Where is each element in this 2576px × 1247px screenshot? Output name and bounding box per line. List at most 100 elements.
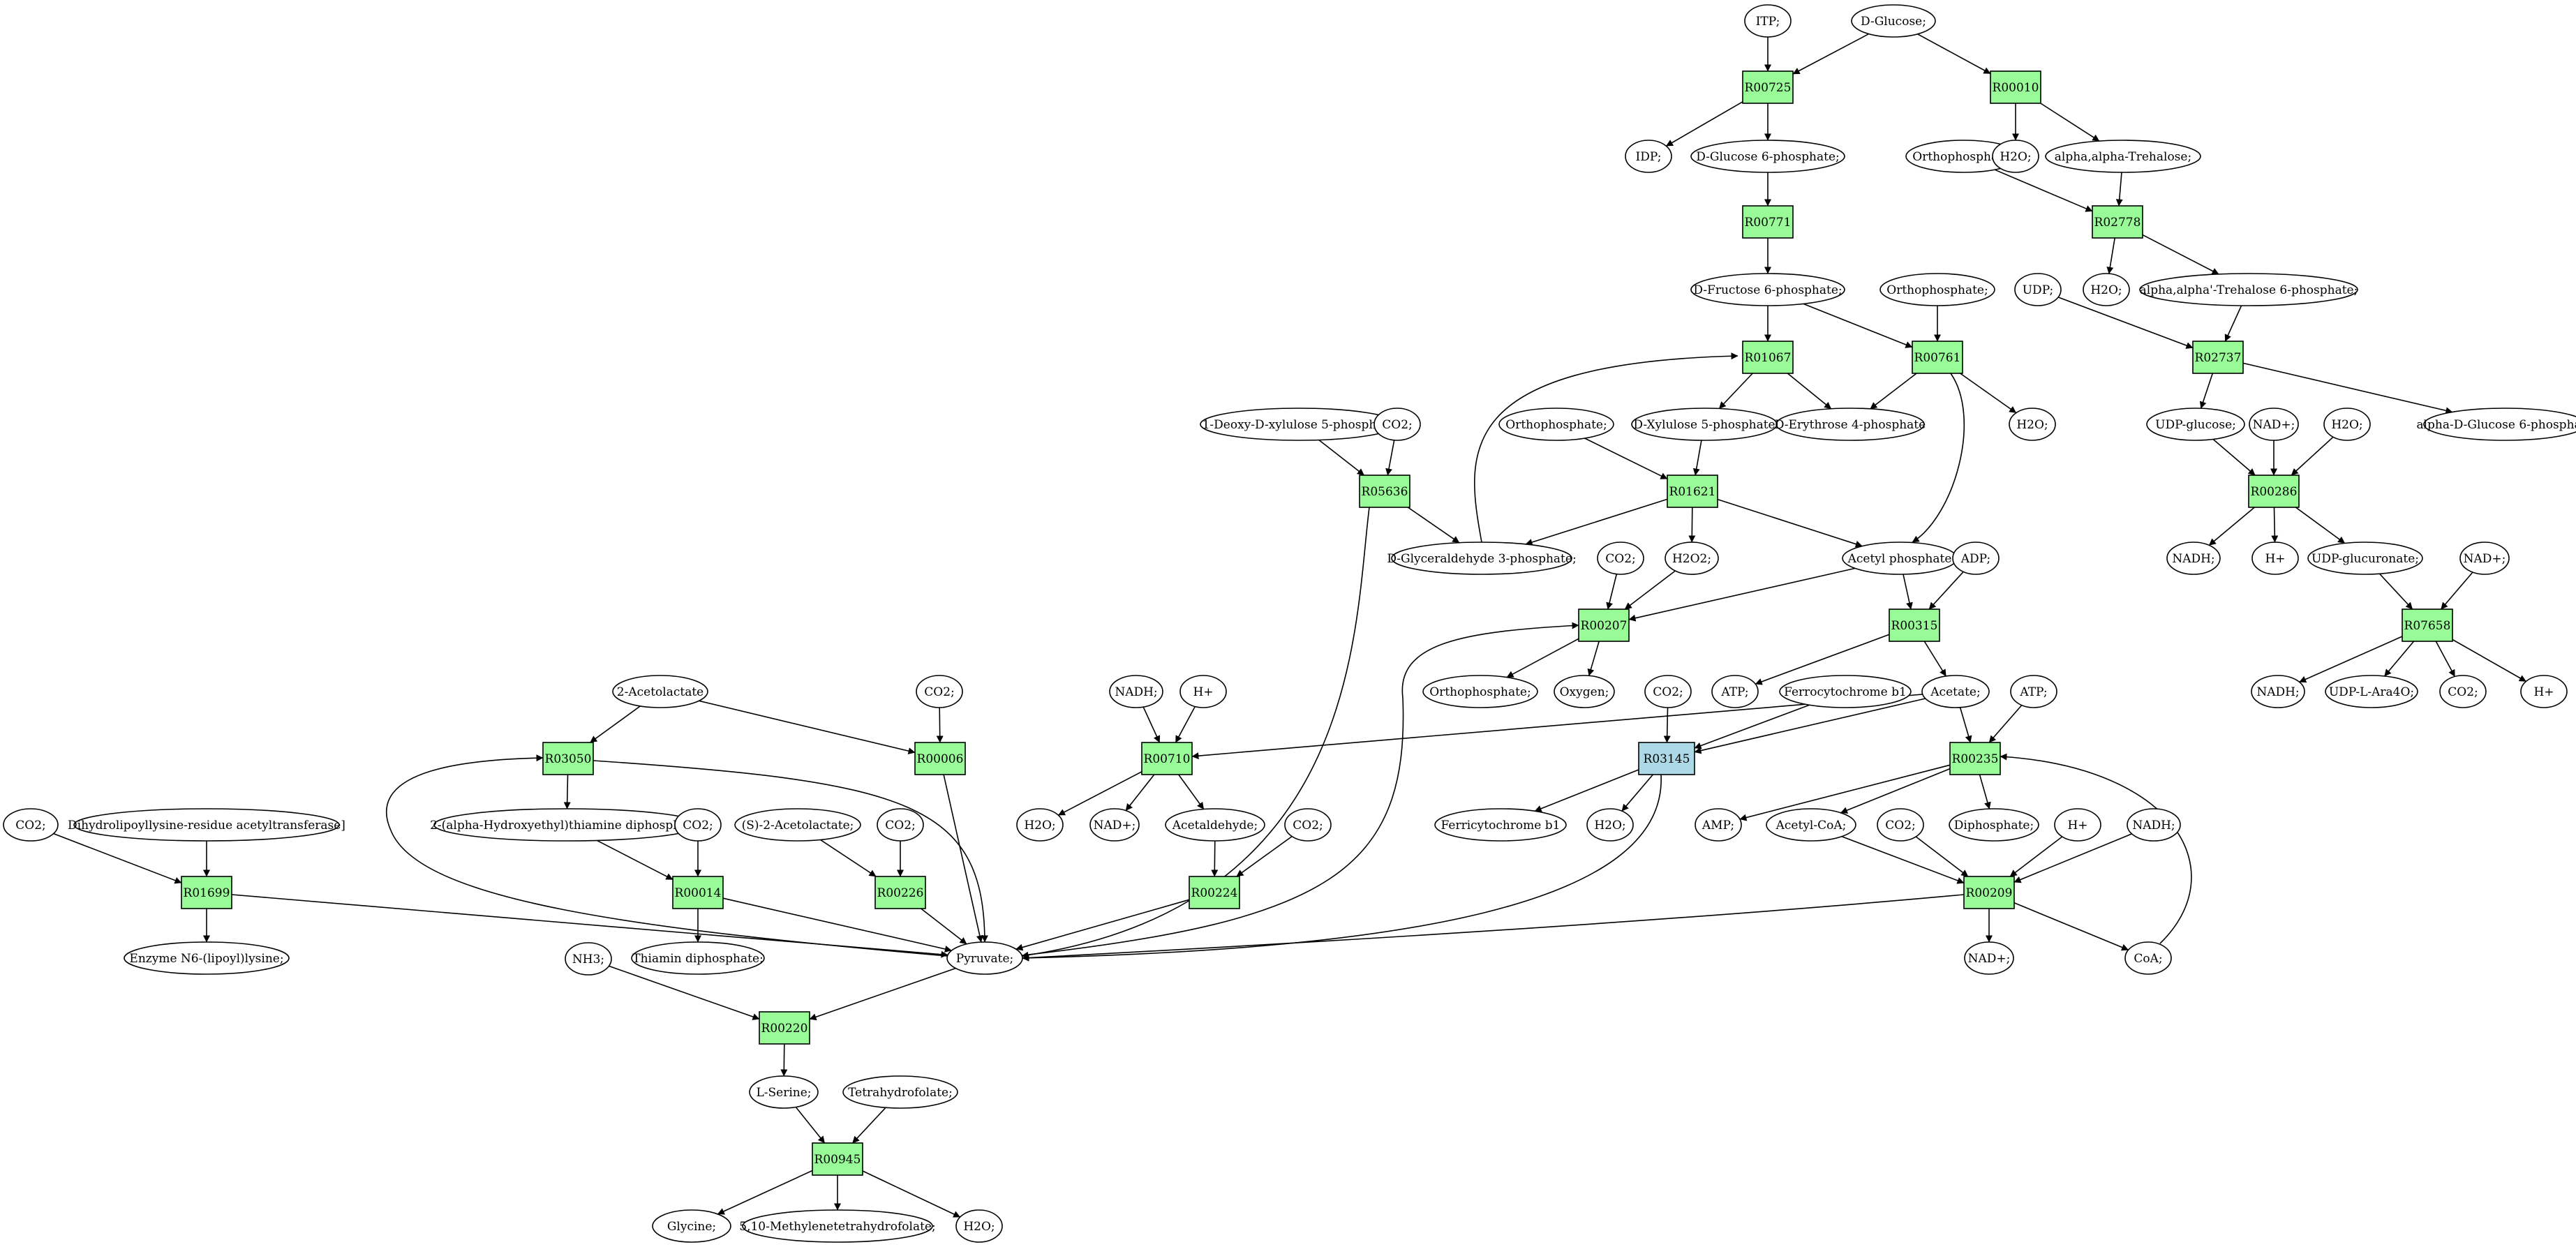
edge-r01621-to-dgap bbox=[1525, 498, 1668, 546]
compound-ellipse bbox=[3, 808, 59, 842]
compound-node-hplus_c: H+ bbox=[2520, 675, 2568, 708]
compound-node-nadh_c: NADH; bbox=[2251, 675, 2305, 708]
reaction-box bbox=[1189, 876, 1240, 909]
node-label: NH3; bbox=[572, 953, 604, 966]
edge-acetate-to-r00710 bbox=[1191, 694, 1923, 760]
edge-atp_b-to-r00235 bbox=[1988, 705, 2023, 743]
node-label: R00710 bbox=[1144, 752, 1191, 766]
compound-node-atp_a: ATP; bbox=[1711, 675, 1759, 708]
compound-ellipse bbox=[73, 808, 340, 842]
node-label: CO2; bbox=[1293, 819, 1323, 832]
node-label: CO2; bbox=[1653, 685, 1683, 699]
edge-r02737-to-udpglucose bbox=[2199, 373, 2214, 409]
compound-ellipse bbox=[734, 808, 861, 842]
edge-co2_a-to-r05636 bbox=[1385, 440, 1395, 476]
compound-ellipse bbox=[1284, 808, 1332, 842]
compound-ellipse bbox=[1949, 808, 2039, 842]
node-label: H2O; bbox=[2331, 418, 2362, 432]
edge-adp-to-r00315 bbox=[1928, 571, 1964, 610]
node-label: NADH; bbox=[2132, 819, 2175, 832]
compound-node-acetylcoa: Acetyl-CoA; bbox=[1766, 808, 1856, 842]
edge-r02778-to-h2o_b bbox=[2106, 237, 2115, 274]
node-label: alpha,alpha'-Trehalose 6-phosphate; bbox=[2140, 283, 2358, 297]
compound-node-co2_i: CO2; bbox=[1284, 808, 1332, 842]
edge-nh3-to-r00220 bbox=[609, 965, 760, 1020]
compound-node-ferricyt: Ferricytochrome b1 bbox=[1434, 808, 1567, 842]
reaction-box bbox=[1912, 341, 1963, 374]
node-label: D-Glucose 6-phosphate; bbox=[1696, 150, 1840, 164]
node-label: H+ bbox=[2265, 552, 2285, 566]
node-label: R01621 bbox=[1669, 485, 1716, 499]
reaction-box bbox=[1742, 205, 1794, 239]
edge-dglucose-to-r00010 bbox=[1917, 33, 1991, 75]
edge-r02737-to-adg6p bbox=[2242, 362, 2453, 415]
edge-r00945-to-h2o_h bbox=[862, 1170, 961, 1218]
compound-node-s2acetolactate: (S)-2-Acetolactate; bbox=[734, 808, 861, 842]
compound-node-dg6p: D-Glucose 6-phosphate; bbox=[1690, 140, 1845, 173]
compound-node-udpglucose: UDP-glucose; bbox=[2146, 408, 2245, 441]
reaction-box bbox=[1742, 341, 1794, 374]
edge-r00710-to-acetaldehyde bbox=[1178, 774, 1205, 810]
compound-ellipse bbox=[2139, 273, 2358, 306]
compound-node-diphosphate: Diphosphate; bbox=[1949, 808, 2039, 842]
reaction-node-r00010: R00010 bbox=[1990, 70, 2041, 104]
reaction-box bbox=[1638, 742, 1695, 775]
compound-node-orthophos1: Orthophosphate; bbox=[1905, 140, 2021, 173]
reaction-node-r00286: R00286 bbox=[2248, 475, 2300, 508]
edge-co2_d-to-r03145 bbox=[1663, 707, 1671, 743]
compound-ellipse bbox=[2054, 808, 2101, 842]
reaction-box bbox=[1667, 475, 1718, 508]
compound-ellipse bbox=[1690, 273, 1845, 306]
compound-ellipse bbox=[1434, 808, 1567, 842]
compound-ellipse bbox=[1744, 4, 1792, 38]
compound-node-trehalose: alpha,alpha-Trehalose; bbox=[2045, 140, 2201, 173]
edge-r03145-to-h2o_g bbox=[1621, 774, 1654, 812]
edge-r00209-to-pyruvate bbox=[1022, 894, 1965, 962]
compound-ellipse bbox=[1016, 808, 1064, 842]
node-label: CO2; bbox=[683, 819, 713, 832]
compound-ellipse bbox=[612, 675, 708, 708]
reaction-node-r03145: R03145 bbox=[1638, 742, 1695, 775]
compound-node-nadp_a: NAD+; bbox=[2249, 408, 2299, 441]
node-label: H2O; bbox=[2090, 283, 2122, 297]
edge-r00224-to-pyruvate bbox=[1015, 899, 1190, 951]
compound-ellipse bbox=[1625, 140, 1672, 173]
compound-node-coa: CoA; bbox=[2124, 941, 2172, 975]
compound-node-orthophos4: Orthophosphate; bbox=[1422, 675, 1538, 708]
edge-co2_j-to-r00209 bbox=[1915, 836, 1969, 877]
edge-r03145-to-ferricyt bbox=[1534, 769, 1639, 812]
node-label: CO2; bbox=[1382, 418, 1413, 432]
compound-node-nadp_d: NAD+; bbox=[1964, 941, 2014, 975]
compound-node-h2o_a: H2O; bbox=[1992, 140, 2039, 173]
node-label: ATP; bbox=[2019, 685, 2047, 699]
node-label: H+ bbox=[1193, 685, 1213, 699]
edge-nadp_b-to-r07658 bbox=[2440, 572, 2473, 610]
node-label: R00315 bbox=[1891, 619, 1938, 633]
compound-ellipse bbox=[1992, 140, 2039, 173]
compound-node-dihydrolipoyl: Dihydrolipoyllysine-residue acetyltransf… bbox=[68, 808, 345, 842]
node-label: CO2; bbox=[2448, 685, 2478, 699]
edge-r01067-to-de4p bbox=[1787, 373, 1832, 410]
compound-ellipse bbox=[674, 808, 722, 842]
compound-ellipse bbox=[2325, 675, 2418, 708]
compound-node-amp: AMP; bbox=[1695, 808, 1742, 842]
compound-node-h2o_h: H2O; bbox=[955, 1209, 1003, 1243]
edge-r07658-to-co2_e bbox=[2435, 641, 2456, 677]
compound-node-df6p: D-Fructose 6-phosphate; bbox=[1690, 273, 1845, 306]
compound-ellipse bbox=[631, 941, 765, 975]
reaction-box bbox=[759, 1011, 810, 1045]
reaction-node-r02737: R02737 bbox=[2192, 341, 2244, 374]
node-label: UDP-glucuronate; bbox=[2311, 552, 2419, 566]
edge-dgap-to-r01067 bbox=[1474, 352, 1739, 543]
edge-r03050-to-hydroxyethyl bbox=[563, 774, 571, 809]
node-label: Pyruvate; bbox=[956, 952, 1013, 966]
reaction-node-r01067: R01067 bbox=[1742, 341, 1794, 374]
node-label: Tetrahydrofolate; bbox=[848, 1086, 953, 1100]
node-label: L-Serine; bbox=[756, 1086, 811, 1100]
edge-ferrocyt-to-r03145 bbox=[1694, 704, 1810, 749]
node-label: R00010 bbox=[1993, 81, 2039, 95]
compound-node-acetaldehyde: Acetaldehyde; bbox=[1165, 808, 1265, 842]
node-label: R00725 bbox=[1745, 81, 1792, 95]
edge-r05636-to-dgap bbox=[1407, 507, 1460, 544]
